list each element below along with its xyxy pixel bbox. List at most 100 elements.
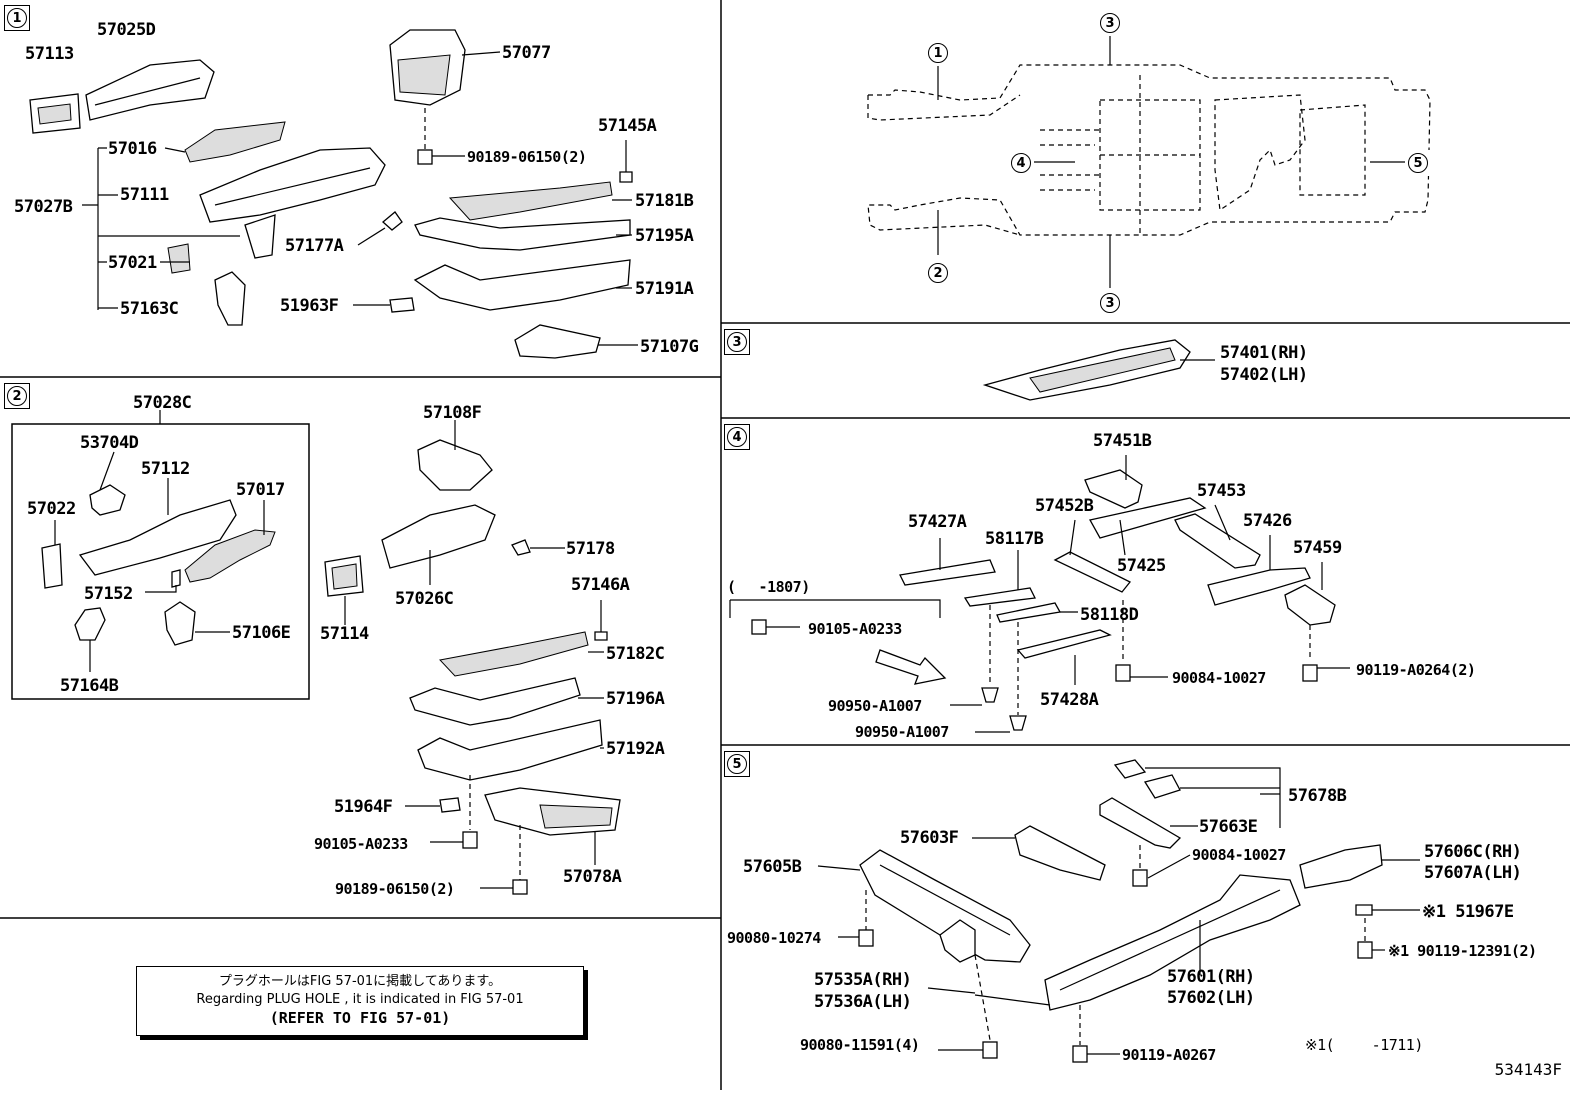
label-57607A[interactable]: 57607A(LH) (1424, 863, 1522, 883)
part-57016-shape (184, 121, 286, 163)
part-57021-piece (244, 214, 276, 259)
label-57678B[interactable]: 57678B (1288, 786, 1347, 806)
label-57112[interactable]: 57112 (141, 459, 190, 479)
label-57111[interactable]: 57111 (120, 185, 169, 205)
bolt-90189-a (417, 149, 433, 165)
label-90950-A1007-b[interactable]: 90950-A1007 (855, 723, 949, 741)
part-57177A-shape (382, 211, 403, 231)
label-90119-A0264[interactable]: 90119-A0264(2) (1356, 661, 1476, 679)
label-note-1711: ※1( -1711) (1305, 1036, 1423, 1054)
label-57453[interactable]: 57453 (1197, 481, 1246, 501)
section-badge-5: 5 (724, 751, 750, 777)
label-57078A[interactable]: 57078A (563, 867, 622, 887)
label-57107G[interactable]: 57107G (640, 337, 699, 357)
label-90119-12391[interactable]: ※1 90119-12391(2) (1388, 942, 1537, 960)
bolt-90119-A0267 (1072, 1045, 1088, 1063)
figure-number: 534143F (1494, 1060, 1562, 1079)
label-57601[interactable]: 57601(RH) (1167, 967, 1255, 987)
overview-callout-5: 5 (1405, 150, 1431, 176)
label-57401[interactable]: 57401(RH) (1220, 343, 1308, 363)
label-57177A[interactable]: 57177A (285, 236, 344, 256)
label-57402[interactable]: 57402(LH) (1220, 365, 1308, 385)
part-57427A-shape (899, 559, 996, 586)
label-57178[interactable]: 57178 (566, 539, 615, 559)
label-90189-06150-b[interactable]: 90189-06150(2) (335, 880, 455, 898)
direction-arrow (875, 649, 947, 685)
label-90950-A1007-a[interactable]: 90950-A1007 (828, 697, 922, 715)
leader-57077 (461, 51, 501, 56)
label-57028C[interactable]: 57028C (133, 393, 192, 413)
label-51964F[interactable]: 51964F (334, 797, 393, 817)
label-57181B[interactable]: 57181B (635, 191, 694, 211)
label-57164B[interactable]: 57164B (60, 676, 119, 696)
part-57021-shape (167, 243, 191, 274)
label-57452B[interactable]: 57452B (1035, 496, 1094, 516)
label-57027B[interactable]: 57027B (14, 197, 73, 217)
leader-57027B (82, 147, 240, 310)
overview-callout-3-bottom: 3 (1097, 290, 1123, 316)
label-57145A[interactable]: 57145A (598, 116, 657, 136)
label-57459[interactable]: 57459 (1293, 538, 1342, 558)
part-57678B-a (1113, 759, 1147, 779)
label-57108F[interactable]: 57108F (423, 403, 482, 423)
label-57426[interactable]: 57426 (1243, 511, 1292, 531)
label-57022[interactable]: 57022 (27, 499, 76, 519)
label-90189-06150-a[interactable]: 90189-06150(2) (467, 148, 587, 166)
label-53704D[interactable]: 53704D (80, 433, 139, 453)
label-90084-10027-b[interactable]: 90084-10027 (1192, 846, 1286, 864)
part-53704D-shape (89, 484, 126, 516)
part-57181B-shape (448, 181, 613, 221)
label-57425[interactable]: 57425 (1117, 556, 1166, 576)
label-90080-10274[interactable]: 90080-10274 (727, 929, 821, 947)
label-58117B[interactable]: 58117B (985, 529, 1044, 549)
label-57535A[interactable]: 57535A(RH) (814, 970, 912, 990)
label-57182C[interactable]: 57182C (606, 644, 665, 664)
label-90105-A0233-b[interactable]: 90105-A0233 (808, 620, 902, 638)
label-58118D[interactable]: 58118D (1080, 605, 1139, 625)
label-57026C[interactable]: 57026C (395, 589, 454, 609)
part-57459-shape (1284, 584, 1336, 626)
label-90084-10027-a[interactable]: 90084-10027 (1172, 669, 1266, 687)
label-57606C[interactable]: 57606C(RH) (1424, 842, 1522, 862)
section-badge-4: 4 (724, 424, 750, 450)
label-51967E[interactable]: ※1 51967E (1422, 902, 1514, 922)
label-57196A[interactable]: 57196A (606, 689, 665, 709)
label-57106E[interactable]: 57106E (232, 623, 291, 643)
part-57107G-shape (514, 324, 601, 359)
label-57191A[interactable]: 57191A (635, 279, 694, 299)
label-57163C[interactable]: 57163C (120, 299, 179, 319)
label-57602[interactable]: 57602(LH) (1167, 988, 1255, 1008)
bolt-90119-A0264 (1302, 664, 1318, 682)
label-57113[interactable]: 57113 (25, 44, 74, 64)
part-57453-shape (1174, 513, 1261, 569)
part-57025D-shape (85, 59, 215, 121)
label-57192A[interactable]: 57192A (606, 739, 665, 759)
label-57451B[interactable]: 57451B (1093, 431, 1152, 451)
bolt-90080-11591 (982, 1041, 998, 1059)
label-57016[interactable]: 57016 (108, 139, 157, 159)
label-90105-A0233-a[interactable]: 90105-A0233 (314, 835, 408, 853)
label-57427A[interactable]: 57427A (908, 512, 967, 532)
label-57017[interactable]: 57017 (236, 480, 285, 500)
label-57603F[interactable]: 57603F (900, 828, 959, 848)
label-57152[interactable]: 57152 (84, 584, 133, 604)
label-90119-A0267[interactable]: 90119-A0267 (1122, 1046, 1216, 1064)
label-57536A[interactable]: 57536A(LH) (814, 992, 912, 1012)
label-57146A[interactable]: 57146A (571, 575, 630, 595)
label-90080-11591[interactable]: 90080-11591(4) (800, 1036, 920, 1054)
label-57663E[interactable]: 57663E (1199, 817, 1258, 837)
label-57025D[interactable]: 57025D (97, 20, 156, 40)
label-57428A[interactable]: 57428A (1040, 690, 1099, 710)
label-57605B[interactable]: 57605B (743, 857, 802, 877)
overview-frame-outline (867, 64, 1431, 236)
part-58117B-shape (963, 587, 1036, 607)
label-51963F[interactable]: 51963F (280, 296, 339, 316)
label-57195A[interactable]: 57195A (635, 226, 694, 246)
label-57077[interactable]: 57077 (502, 43, 551, 63)
part-57603F-shape (1014, 825, 1106, 881)
label-57021[interactable]: 57021 (108, 253, 157, 273)
part-57111-shape (199, 147, 386, 223)
label-57114[interactable]: 57114 (320, 624, 369, 644)
